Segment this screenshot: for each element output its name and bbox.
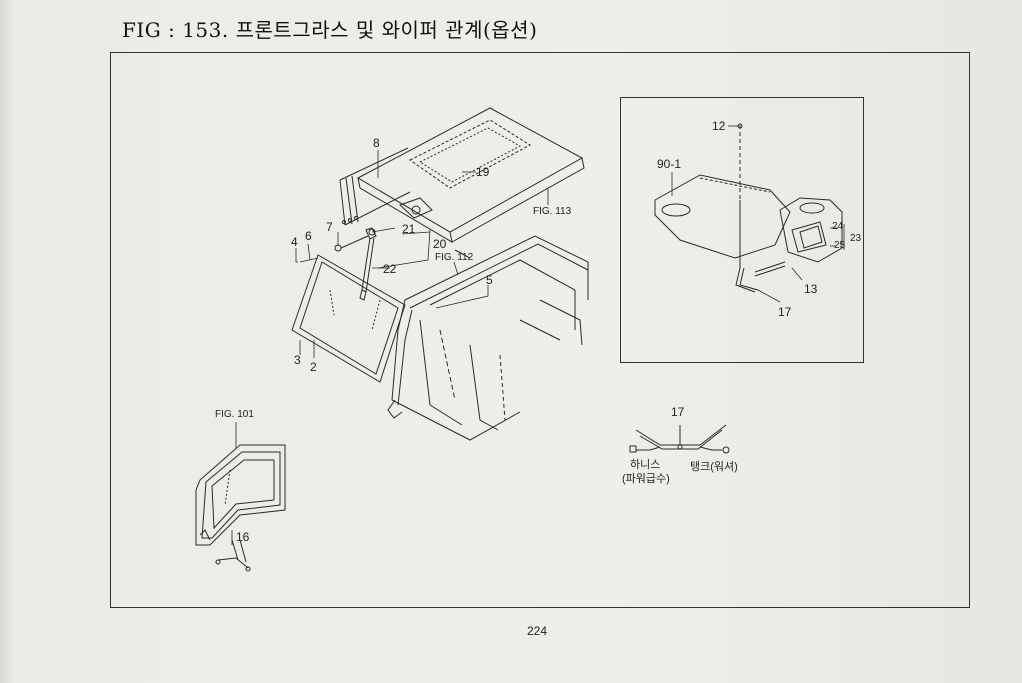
callout-21: 21 (402, 222, 416, 236)
callout-90-1: 90-1 (657, 157, 682, 171)
roof-panel (356, 107, 585, 243)
callout-7: 7 (326, 220, 333, 234)
callout-fig-113: FIG. 113 (533, 206, 572, 217)
callout-fig-101: FIG. 101 (215, 409, 254, 420)
callout-19: 19 (476, 165, 490, 179)
callout-16: 16 (236, 530, 250, 544)
callout-5: 5 (486, 273, 493, 287)
callout-20: 20 (433, 237, 447, 251)
washer-tank-inset-frame (620, 97, 864, 363)
wiper-arm (334, 227, 377, 301)
hose-label-washer-tank: 탱크(워셔) (690, 461, 738, 473)
page-number: 224 (527, 624, 548, 638)
callout-2: 2 (310, 360, 317, 374)
callout-13: 13 (804, 282, 818, 296)
callout-4: 4 (291, 235, 298, 249)
callout-3: 3 (294, 353, 301, 367)
rear-window (195, 444, 286, 572)
hose-label-harness: 하니스 (630, 459, 661, 471)
callout-24: 24 (832, 221, 844, 232)
callout-8: 8 (373, 136, 380, 150)
callout-23: 23 (850, 233, 862, 244)
callout-17-inset: 17 (778, 305, 792, 319)
callout-22: 22 (383, 262, 397, 276)
callout-12: 12 (712, 119, 726, 133)
wiper-blade-assembly (339, 147, 411, 226)
hose-part-number: 17 (671, 405, 685, 419)
callout-6: 6 (305, 229, 312, 243)
callout-fig-112: FIG. 112 (435, 252, 474, 263)
front-glass (291, 254, 406, 383)
washer-tank-drawing (654, 123, 843, 293)
callout-25: 25 (834, 240, 846, 251)
hose-schematic (629, 424, 730, 454)
diagram-frame (110, 52, 970, 608)
page-title: FIG : 153. 프론트그라스 및 와이퍼 관계(옵션) (122, 18, 538, 42)
leader-lines (231, 150, 549, 545)
inset-leader-lines (671, 125, 845, 303)
cab-frame (387, 235, 589, 441)
hose-label-power-supply: (파워급수) (622, 473, 670, 485)
